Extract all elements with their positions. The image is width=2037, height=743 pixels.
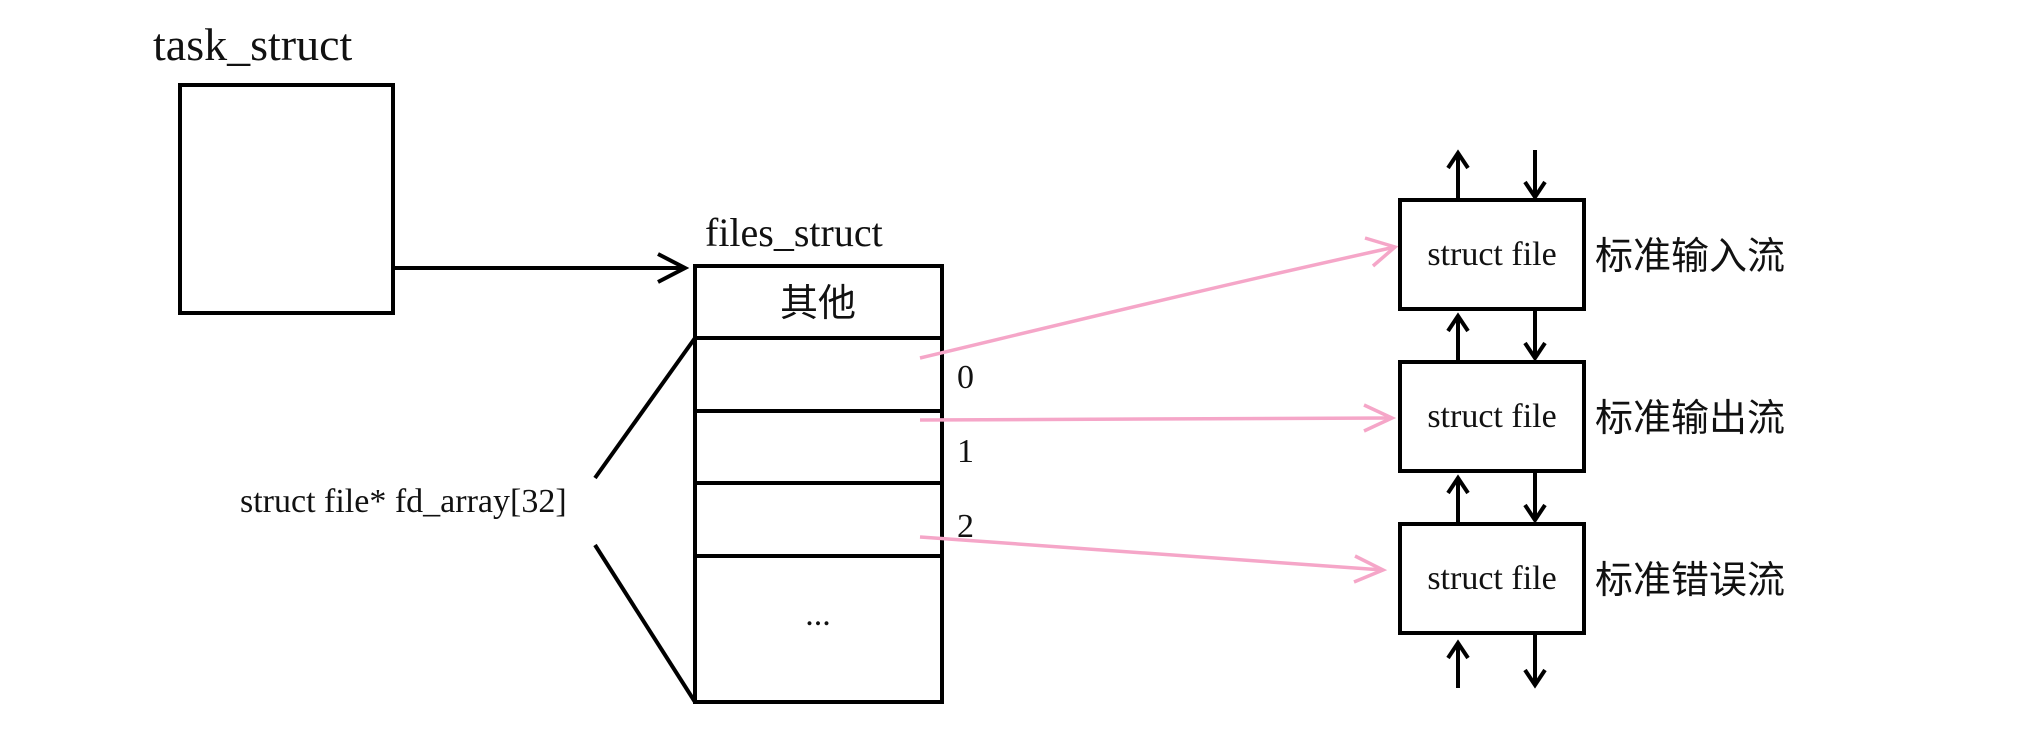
fd-array-brace-top: [593, 336, 697, 480]
struct-file-box-stderr: [1398, 522, 1586, 635]
fd-index-2: 2: [957, 508, 974, 545]
fd0-pointer-arrow: [919, 245, 1396, 360]
struct-file-box-stdout: [1398, 360, 1586, 473]
list-link-down-mid1-head: [1523, 341, 1547, 362]
struct-file-label-stdout: struct file: [1427, 398, 1556, 435]
list-link-down-bottom-head: [1523, 668, 1547, 689]
task-struct-box: [178, 83, 395, 315]
fd-array-brace-bottom: [593, 543, 697, 704]
stream-label-stdin: 标准输入流: [1595, 236, 1785, 278]
list-link-up-mid1-head: [1446, 312, 1470, 333]
fd1-pointer-arrow: [919, 416, 1393, 422]
stream-label-stdout: 标准输出流: [1595, 398, 1785, 440]
fd-index-1: 1: [957, 433, 974, 470]
struct-file-label-stderr: struct file: [1427, 560, 1556, 597]
list-link-up-bottom-head: [1446, 639, 1470, 660]
files-struct-other-label: 其他: [780, 283, 856, 325]
fd-array-label: struct file* fd_array[32]: [240, 483, 567, 520]
list-link-up-top-head: [1446, 149, 1470, 170]
struct-file-label-stdin: struct file: [1427, 236, 1556, 273]
stream-label-stderr: 标准错误流: [1595, 560, 1785, 602]
files-struct-title: files_struct: [705, 210, 883, 255]
list-link-up-mid2-head: [1446, 474, 1470, 495]
list-link-down-mid2-head: [1523, 503, 1547, 524]
fd0-pointer-arrowhead: [1364, 236, 1399, 268]
files-struct-ellipsis: ...: [805, 596, 831, 633]
list-link-down-top-head: [1523, 180, 1547, 201]
task-to-files-arrow-head: [657, 252, 690, 284]
struct-file-box-stdin: [1398, 198, 1586, 311]
fd1-pointer-arrowhead: [1363, 403, 1397, 433]
fd-index-0: 0: [957, 359, 974, 396]
task-struct-title: task_struct: [153, 19, 353, 70]
fd2-pointer-arrow: [919, 535, 1384, 572]
fd2-pointer-arrowhead: [1353, 554, 1388, 584]
